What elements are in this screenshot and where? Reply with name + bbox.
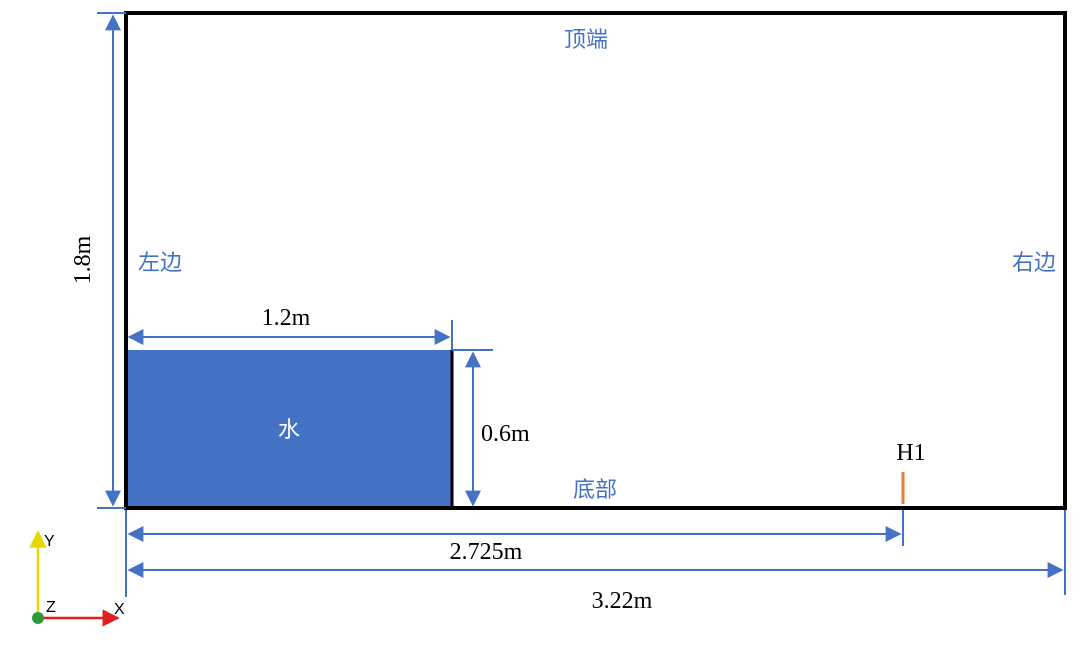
label-right: 右边	[1012, 251, 1056, 276]
label-left: 左边	[138, 251, 182, 276]
dim-water-height-label: 0.6m	[481, 421, 530, 447]
label-top: 顶端	[564, 28, 608, 53]
z-axis-dot	[32, 612, 44, 624]
dim-height-label: 1.8m	[70, 235, 96, 284]
domain-boundary	[124, 11, 1067, 510]
label-water: 水	[278, 418, 300, 443]
probe-label: H1	[896, 440, 925, 466]
axis-triad: Y Z X	[29, 530, 125, 627]
water-column	[126, 350, 452, 508]
dim-total-width-label: 3.22m	[592, 588, 653, 614]
y-axis-label: Y	[44, 533, 55, 550]
dim-probe-distance-label: 2.725m	[450, 539, 523, 565]
label-bottom: 底部	[573, 478, 617, 503]
z-axis-label: Z	[46, 599, 56, 616]
x-axis-label: X	[114, 601, 125, 618]
dim-water-width-label: 1.2m	[262, 305, 311, 331]
